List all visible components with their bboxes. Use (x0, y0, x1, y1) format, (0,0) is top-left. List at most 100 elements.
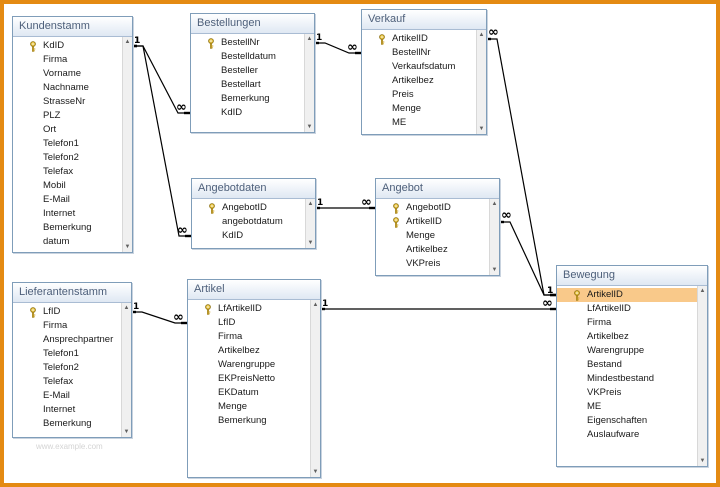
scroll-down-icon[interactable]: ▼ (478, 126, 485, 132)
field-row[interactable]: Menge (362, 102, 476, 116)
table-title[interactable]: Lieferantenstamm (13, 283, 131, 303)
scroll-up-icon[interactable]: ▲ (307, 201, 314, 207)
field-row[interactable]: Ansprechpartner (13, 333, 121, 347)
field-row[interactable]: Warengruppe (557, 344, 697, 358)
field-row[interactable]: Mobil (13, 179, 122, 193)
field-row[interactable]: EKDatum (188, 386, 310, 400)
field-row[interactable]: Telefax (13, 165, 122, 179)
field-row[interactable]: ME (362, 116, 476, 130)
field-row[interactable]: LfArtikelID (188, 302, 310, 316)
field-row[interactable]: LfID (13, 305, 121, 319)
field-row[interactable]: ME (557, 400, 697, 414)
field-row[interactable]: Menge (376, 229, 489, 243)
field-row[interactable]: Ort (13, 123, 122, 137)
field-row[interactable]: KdID (191, 106, 304, 120)
field-row[interactable]: Artikelbez (376, 243, 489, 257)
field-row[interactable]: Bemerkung (13, 417, 121, 431)
field-row[interactable]: Auslaufware (557, 428, 697, 442)
scroll-down-icon[interactable]: ▼ (312, 469, 319, 475)
field-row[interactable]: VKPreis (376, 257, 489, 271)
field-row[interactable]: BestellNr (191, 36, 304, 50)
scrollbar[interactable]: ▲▼ (697, 286, 707, 466)
field-row[interactable]: Warengruppe (188, 358, 310, 372)
field-row[interactable]: Nachname (13, 81, 122, 95)
field-row[interactable]: Telefon2 (13, 151, 122, 165)
scroll-down-icon[interactable]: ▼ (307, 240, 314, 246)
field-row[interactable]: ArtikelID (376, 215, 489, 229)
scroll-down-icon[interactable]: ▼ (124, 244, 131, 250)
field-row[interactable]: Telefax (13, 375, 121, 389)
scrollbar[interactable]: ▲▼ (304, 34, 314, 132)
field-row[interactable]: E-Mail (13, 193, 122, 207)
scroll-up-icon[interactable]: ▲ (699, 288, 706, 294)
field-row[interactable]: Telefon1 (13, 137, 122, 151)
field-row[interactable]: BestellNr (362, 46, 476, 60)
field-row[interactable]: AngebotID (376, 201, 489, 215)
field-row[interactable]: Bestelldatum (191, 50, 304, 64)
field-row[interactable]: Bemerkung (191, 92, 304, 106)
field-row[interactable]: KdID (192, 229, 305, 243)
field-row[interactable]: Vorname (13, 67, 122, 81)
scroll-up-icon[interactable]: ▲ (306, 36, 313, 42)
field-row[interactable]: Internet (13, 207, 122, 221)
scrollbar[interactable]: ▲▼ (476, 30, 486, 134)
scroll-up-icon[interactable]: ▲ (312, 302, 319, 308)
field-row[interactable]: AngebotID (192, 201, 305, 215)
field-row[interactable]: LfID (188, 316, 310, 330)
field-row[interactable]: VKPreis (557, 386, 697, 400)
field-row[interactable]: Mindestbestand (557, 372, 697, 386)
field-row[interactable]: LfArtikelID (557, 302, 697, 316)
field-row[interactable]: Firma (13, 53, 122, 67)
table-title[interactable]: Bestellungen (191, 14, 314, 34)
field-row[interactable]: Artikelbez (362, 74, 476, 88)
table-title[interactable]: Angebotdaten (192, 179, 315, 199)
field-row[interactable]: Artikelbez (188, 344, 310, 358)
scroll-down-icon[interactable]: ▼ (699, 458, 706, 464)
field-row[interactable]: Artikelbez (557, 330, 697, 344)
scrollbar[interactable]: ▲▼ (489, 199, 499, 275)
field-row[interactable]: Firma (13, 319, 121, 333)
table-title[interactable]: Bewegung (557, 266, 707, 286)
table-title[interactable]: Artikel (188, 280, 320, 300)
field-row[interactable]: Firma (188, 330, 310, 344)
field-row[interactable]: KdID (13, 39, 122, 53)
scroll-up-icon[interactable]: ▲ (491, 201, 498, 207)
field-row[interactable]: Telefon2 (13, 361, 121, 375)
field-row[interactable]: EKPreisNetto (188, 372, 310, 386)
field-row[interactable]: Eigenschaften (557, 414, 697, 428)
scrollbar[interactable]: ▲▼ (121, 303, 131, 437)
field-row[interactable]: Bemerkung (13, 221, 122, 235)
field-row[interactable]: Bestand (557, 358, 697, 372)
field-row[interactable]: Bestellart (191, 78, 304, 92)
field-row[interactable]: Menge (188, 400, 310, 414)
field-row[interactable]: Internet (13, 403, 121, 417)
field-row[interactable]: angebotdatum (192, 215, 305, 229)
field-row[interactable]: StrasseNr (13, 95, 122, 109)
scroll-down-icon[interactable]: ▼ (306, 124, 313, 130)
scroll-up-icon[interactable]: ▲ (123, 305, 130, 311)
scroll-down-icon[interactable]: ▼ (491, 267, 498, 273)
table-title[interactable]: Verkauf (362, 10, 486, 30)
table-title[interactable]: Kundenstamm (13, 17, 132, 37)
field-row[interactable]: datum (13, 235, 122, 249)
field-row[interactable]: Besteller (191, 64, 304, 78)
field-row[interactable]: Verkaufsdatum (362, 60, 476, 74)
field-row[interactable]: ArtikelID (557, 288, 697, 302)
scroll-down-icon[interactable]: ▼ (123, 429, 130, 435)
field-row[interactable]: ArtikelID (362, 32, 476, 46)
scroll-up-icon[interactable]: ▲ (478, 32, 485, 38)
field-row[interactable]: PLZ (13, 109, 122, 123)
field-row[interactable]: Telefon1 (13, 347, 121, 361)
field-row[interactable]: Preis (362, 88, 476, 102)
field-row[interactable]: Firma (557, 316, 697, 330)
table-title[interactable]: Angebot (376, 179, 499, 199)
scrollbar[interactable]: ▲▼ (122, 37, 132, 252)
